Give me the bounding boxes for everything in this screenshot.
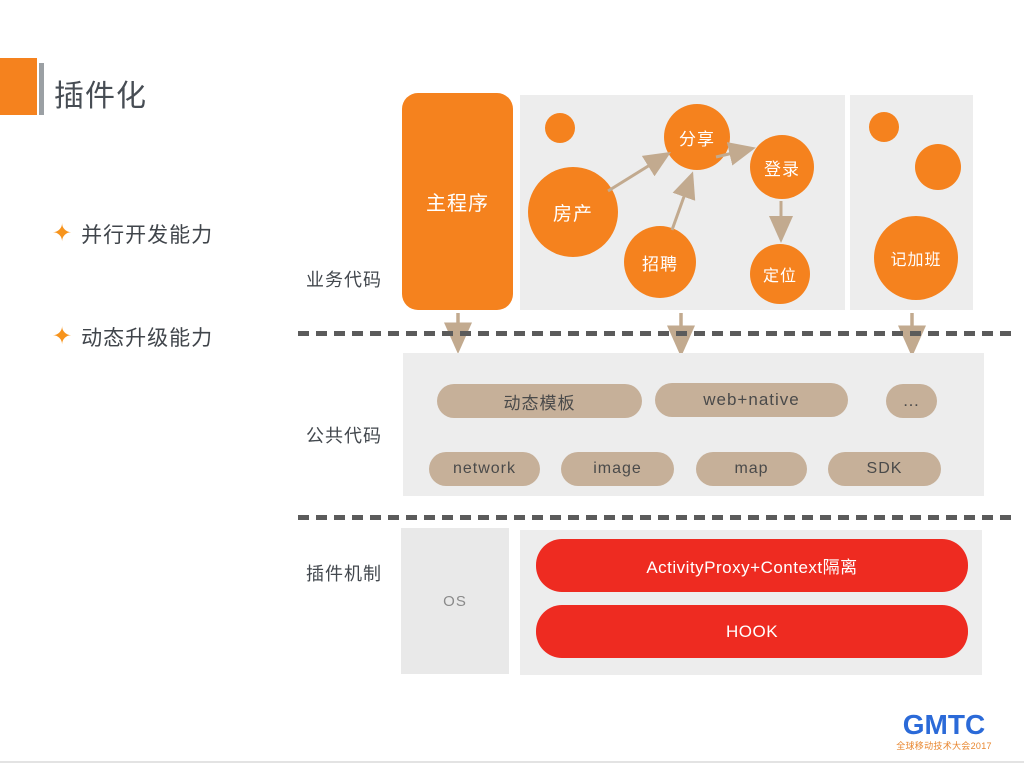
module-circle-recruit: 招聘 — [624, 226, 696, 298]
bar-hook: HOOK — [536, 605, 968, 658]
pill-ellipsis: … — [886, 384, 937, 418]
module-circle-login: 登录 — [750, 135, 814, 199]
bullet-dynamic-upgrade: ✦ 动态升级能力 — [52, 322, 213, 352]
os-block: OS — [401, 528, 509, 674]
row-label-business-code: 业务代码 — [306, 270, 382, 290]
gmtc-logo: GMTC 全球移动技术大会2017 — [894, 710, 994, 752]
bullet-parallel-dev: ✦ 并行开发能力 — [52, 219, 213, 249]
gmtc-logo-tagline: 全球移动技术大会2017 — [896, 741, 992, 752]
dashed-separator-business-common — [298, 331, 1013, 336]
pill-network: network — [429, 452, 540, 486]
pill-web-native: web+native — [655, 383, 848, 417]
module-circle-small — [545, 113, 575, 143]
row-label-plugin-mechanism: 插件机制 — [306, 564, 382, 584]
four-pointed-star-icon: ✦ — [52, 323, 73, 350]
footer-divider — [0, 761, 1024, 763]
bullet-label: 动态升级能力 — [81, 327, 214, 350]
title-accent-square — [0, 58, 37, 115]
main-program-block: 主程序 — [402, 93, 513, 310]
bar-activityproxy-context: ActivityProxy+Context隔离 — [536, 539, 968, 592]
bullet-label: 并行开发能力 — [81, 224, 214, 247]
pill-sdk: SDK — [828, 452, 941, 486]
gmtc-logo-text: GMTC — [902, 709, 986, 740]
module-circle-medium — [915, 144, 961, 190]
pill-dynamic-template: 动态模板 — [437, 384, 642, 418]
pill-map: map — [696, 452, 807, 486]
page-title: 插件化 — [54, 80, 147, 113]
four-pointed-star-icon: ✦ — [52, 220, 73, 247]
module-circle-overtime: 记加班 — [874, 216, 958, 300]
module-circle-small — [869, 112, 899, 142]
module-circle-share: 分享 — [664, 104, 730, 170]
dashed-separator-common-plugin — [298, 515, 1013, 520]
pill-image: image — [561, 452, 674, 486]
module-circle-locate: 定位 — [750, 244, 810, 304]
row-label-common-code: 公共代码 — [306, 426, 382, 446]
module-circle-realestate: 房产 — [528, 167, 618, 257]
title-accent-bar — [39, 63, 44, 115]
